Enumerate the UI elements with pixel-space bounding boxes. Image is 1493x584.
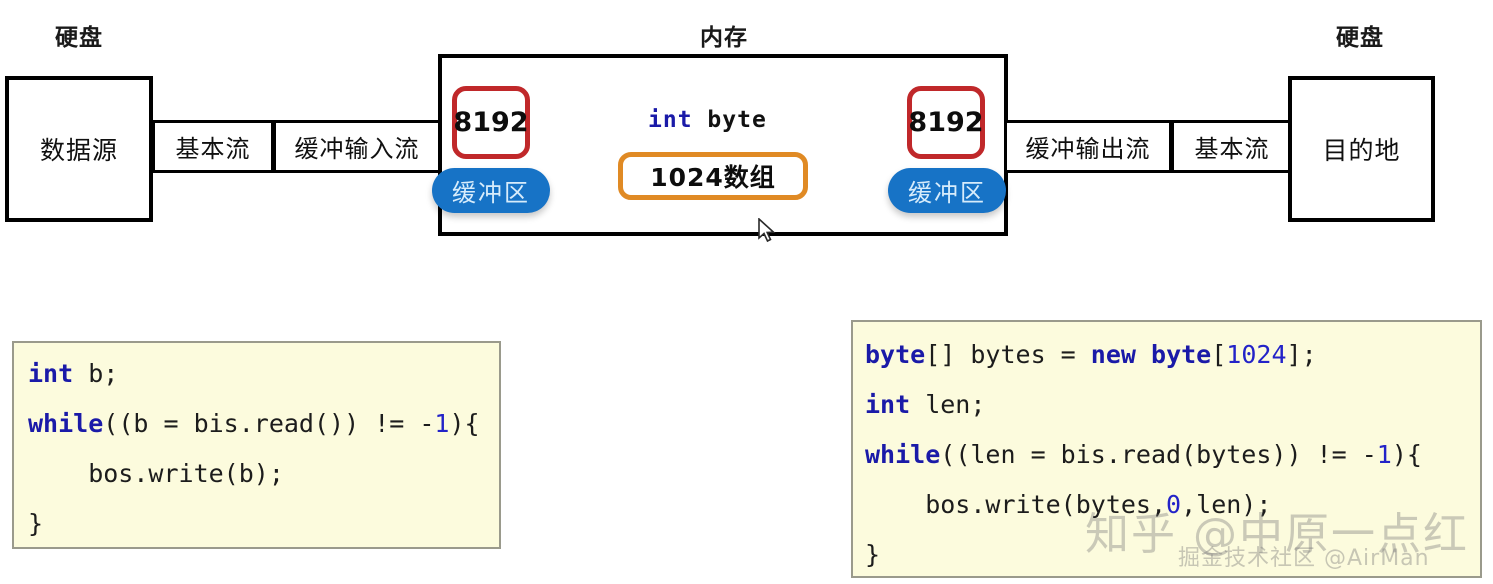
right-buffer-size-box[interactable]: 8192 (907, 86, 985, 159)
left-buffer-size-box[interactable]: 8192 (452, 86, 530, 159)
left-buffer-pill[interactable]: 缓冲区 (432, 168, 550, 213)
code-line: while((len = bis.read(bytes)) != -1){ (865, 440, 1422, 469)
code-line: bos.write(b); (28, 459, 284, 488)
destination-box[interactable]: 目的地 (1288, 76, 1435, 222)
basic-input-stream-box[interactable]: 基本流 (152, 120, 274, 173)
data-source-box[interactable]: 数据源 (5, 76, 153, 222)
right-disk-title: 硬盘 (1336, 25, 1384, 51)
code-line: bos.write(bytes,0,len); (865, 490, 1272, 519)
code-line: } (28, 509, 44, 538)
code-line: while((b = bis.read()) != -1){ (28, 409, 480, 438)
right-buffer-pill[interactable]: 缓冲区 (888, 168, 1006, 213)
memory-type-plain: byte (707, 107, 767, 133)
code-line: int b; (28, 359, 119, 388)
buffered-input-stream-box[interactable]: 缓冲输入流 (273, 120, 441, 173)
code-line: int len; (865, 390, 986, 419)
code-block-buffer-array[interactable]: byte[] bytes = new byte[1024]; int len; … (851, 320, 1482, 578)
basic-output-stream-box[interactable]: 基本流 (1171, 120, 1293, 173)
memory-title: 内存 (700, 25, 748, 51)
memory-type-keyword: int (648, 107, 693, 133)
code-line: } (865, 540, 881, 569)
left-disk-title: 硬盘 (55, 25, 103, 51)
memory-type-label: int byte (648, 107, 767, 133)
buffered-output-stream-box[interactable]: 缓冲输出流 (1004, 120, 1172, 173)
code-line: byte[] bytes = new byte[1024]; (865, 340, 1317, 369)
code-block-byte-by-byte[interactable]: int b; while((b = bis.read()) != -1){ bo… (12, 341, 501, 549)
array-box[interactable]: 1024数组 (618, 152, 808, 200)
